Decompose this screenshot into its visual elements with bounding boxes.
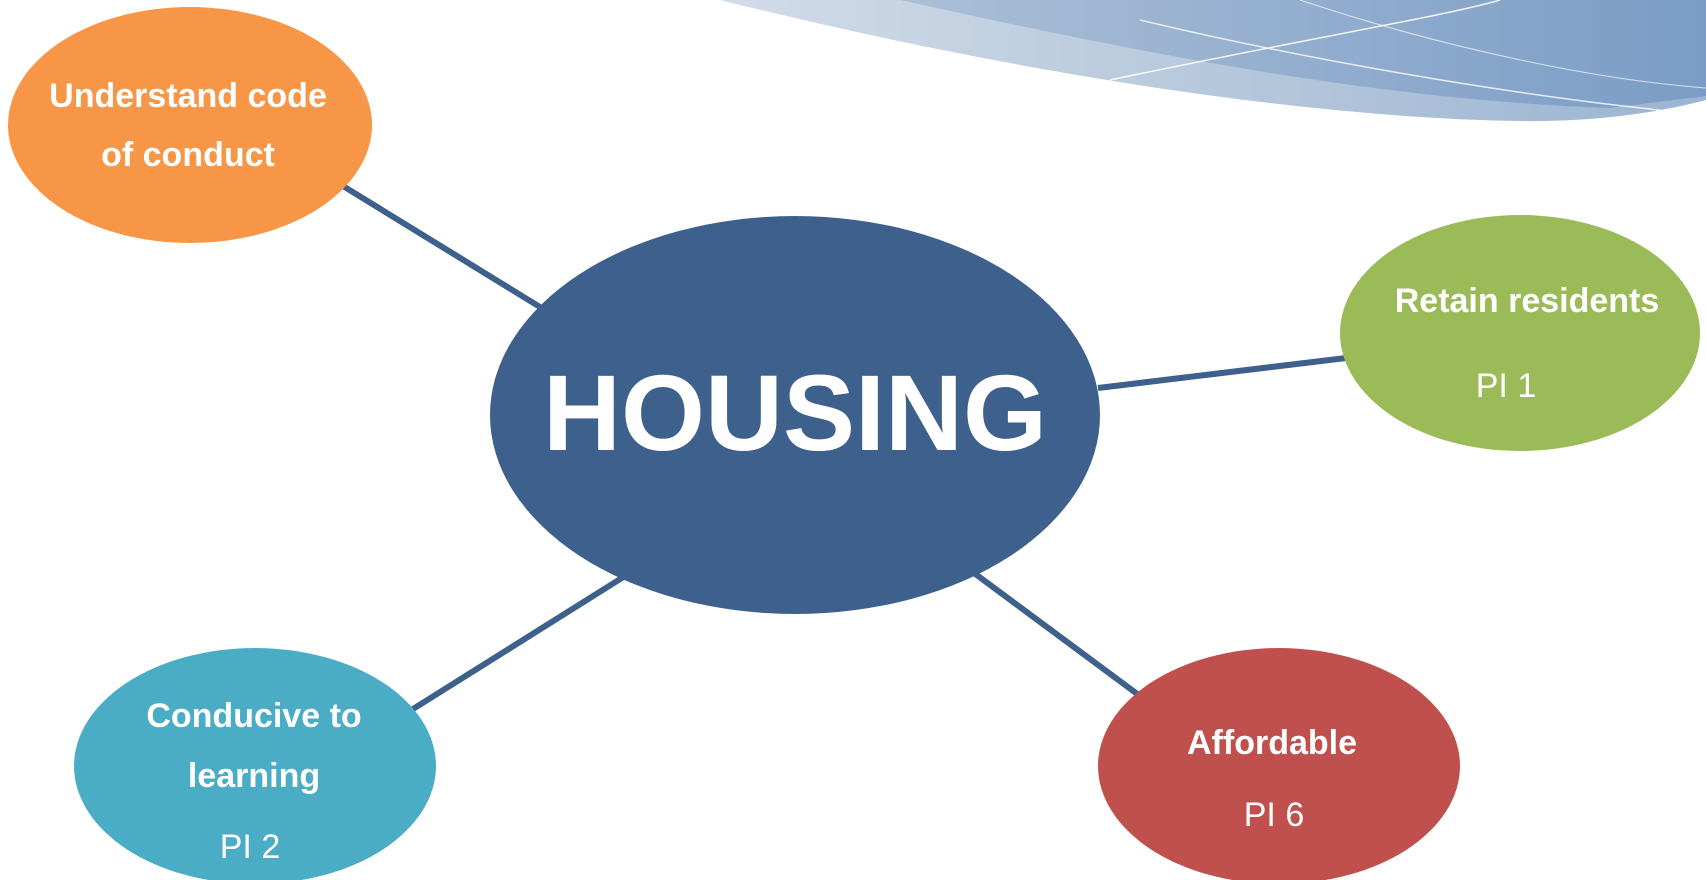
connector-retain-residents [1097,355,1347,391]
node-code-of-conduct-line-1: Understand code [49,77,327,115]
node-conducive-to-learning-pi: PI 2 [220,828,280,866]
connector-conducive-to-learning [411,573,627,712]
node-code-of-conduct[interactable]: Understand code of conduct [8,7,372,243]
node-retain-residents-pi: PI 1 [1476,367,1536,405]
connector-affordable [968,567,1142,699]
node-conducive-to-learning-line-1: Conducive to [146,697,361,735]
node-retain-residents[interactable]: Retain residents PI 1 [1340,215,1700,451]
node-conducive-to-learning[interactable]: Conducive to learning PI 2 [74,648,436,880]
node-code-of-conduct-line-2: of conduct [101,136,275,174]
node-conducive-to-learning-line-2: learning [188,757,320,795]
connector-code-of-conduct [341,183,542,310]
connector-lines [341,183,1347,712]
node-retain-residents-line-1: Retain residents [1395,282,1660,320]
node-affordable[interactable]: Affordable PI 6 [1098,648,1460,880]
decorative-swoosh [720,0,1706,122]
node-affordable-pi: PI 6 [1244,796,1304,834]
center-node-label: HOUSING [543,352,1047,473]
node-affordable-line-1: Affordable [1187,724,1357,762]
center-node-housing[interactable]: HOUSING [490,216,1100,614]
